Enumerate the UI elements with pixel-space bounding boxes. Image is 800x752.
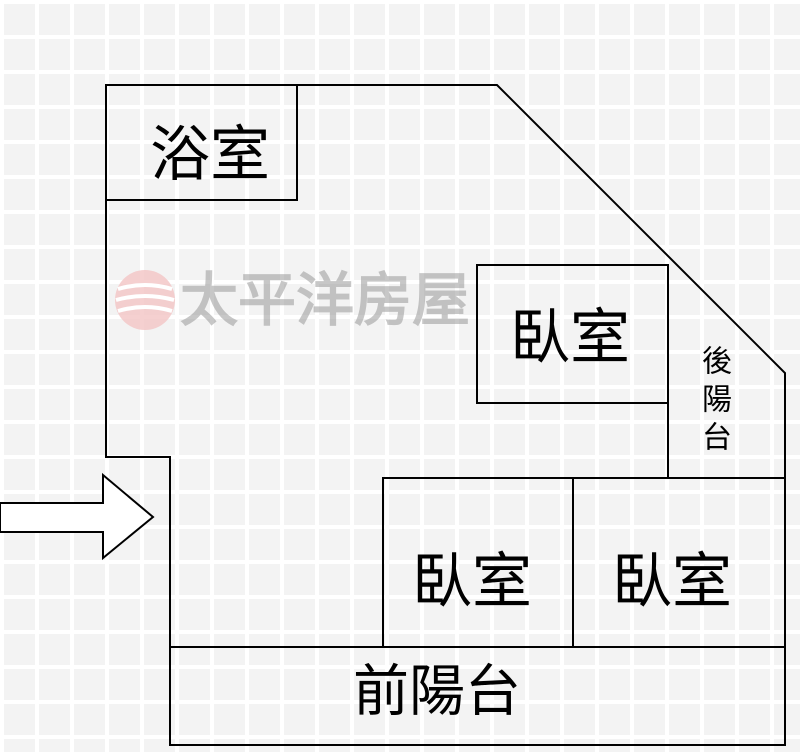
watermark: 太平洋房屋 [115, 266, 470, 334]
brand-watermark-text: 太平洋房屋 [180, 266, 470, 334]
brand-logo [115, 270, 175, 330]
bedroom-top-wall [476, 264, 669, 404]
room-label-bedroom-top: 臥室 [510, 303, 630, 373]
room-label-bedroom-left: 臥室 [412, 547, 532, 617]
room-label-rear-balcony-1: 後 [702, 345, 732, 380]
walls [105, 84, 786, 746]
room-label-rear-balcony-2: 陽 [702, 383, 732, 418]
room-label-bedroom-right: 臥室 [612, 547, 732, 617]
bathroom-wall [105, 84, 298, 201]
arrow-right-icon [0, 472, 155, 561]
room-label-bathroom: 浴室 [150, 120, 270, 190]
room-label-rear-balcony-3: 台 [702, 421, 732, 456]
outer-wall [105, 84, 786, 746]
room-label-front-balcony: 前陽台 [353, 660, 521, 725]
